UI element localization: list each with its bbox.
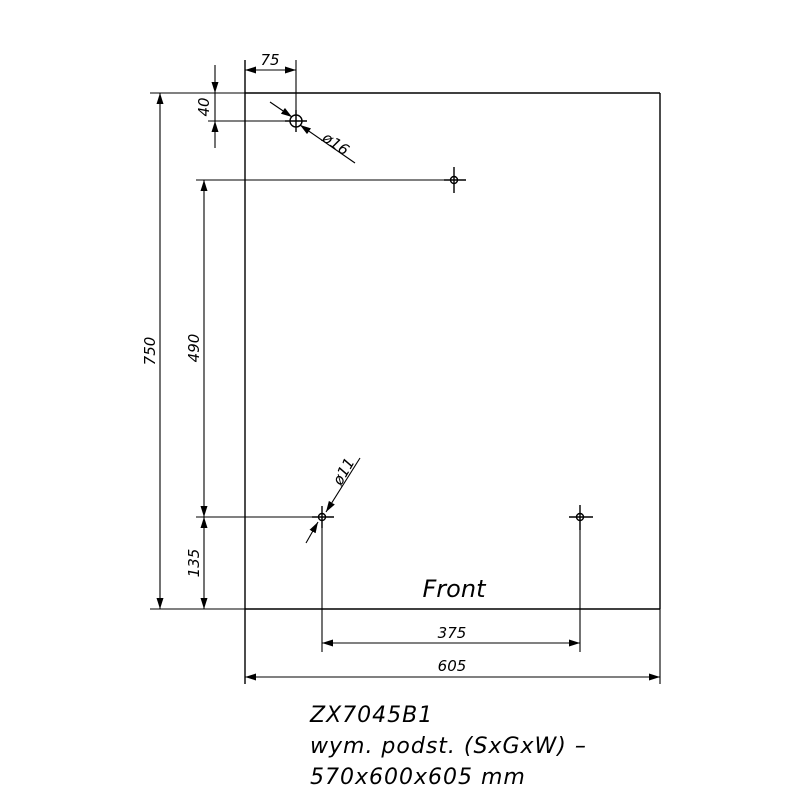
dim-490-label: 490 bbox=[185, 334, 203, 363]
dim-135-label: 135 bbox=[185, 549, 203, 578]
model-code: ZX7045B1 bbox=[310, 703, 434, 728]
dimensions-label: wym. podst. (SxGxW) – bbox=[310, 734, 587, 759]
dim-40-label: 40 bbox=[195, 97, 213, 116]
dim-16-leader-a bbox=[269, 101, 293, 118]
dim-11-leader-b bbox=[305, 521, 319, 544]
dim-750-label: 750 bbox=[141, 337, 159, 366]
dim-16-leader-b bbox=[299, 124, 356, 164]
extension-lines bbox=[150, 60, 661, 684]
hole-bottom-right-icon bbox=[569, 505, 593, 530]
large-hole-icon bbox=[285, 110, 307, 132]
hole-bottom-left-icon bbox=[312, 506, 334, 528]
dim-375-label: 375 bbox=[438, 624, 467, 642]
hole-top-right-icon bbox=[444, 167, 466, 193]
base-outline bbox=[244, 60, 661, 684]
dim-16-label: ø16 bbox=[318, 128, 352, 159]
mounting-holes bbox=[285, 110, 593, 530]
dim-75-label: 75 bbox=[260, 51, 279, 69]
dim-11-label: ø11 bbox=[328, 455, 358, 489]
dim-605-label: 605 bbox=[438, 657, 467, 675]
dim-11-leader-a bbox=[325, 457, 361, 513]
dimensions-value: 570x600x605 mm bbox=[310, 765, 526, 790]
dimension-lines bbox=[156, 65, 660, 681]
caption: ZX7045B1 wym. podst. (SxGxW) – 570x600x6… bbox=[310, 700, 780, 793]
front-label: Front bbox=[423, 575, 488, 603]
